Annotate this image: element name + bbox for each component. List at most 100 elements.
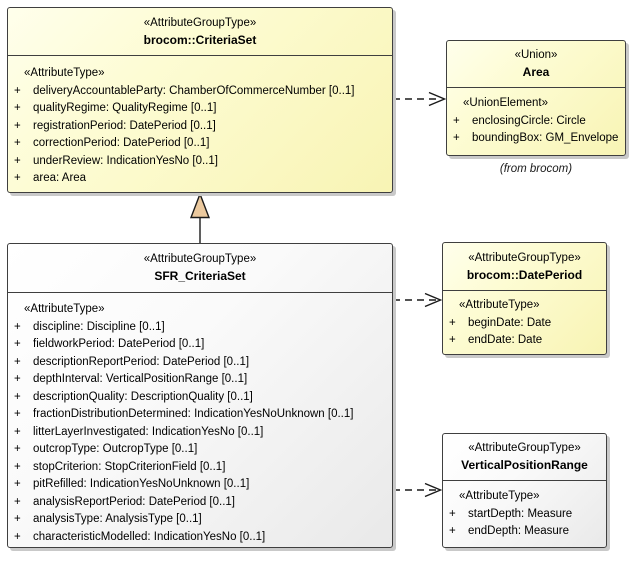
visibility-plus: +	[14, 355, 21, 368]
visibility-plus: +	[14, 478, 21, 490]
visibility-plus: +	[14, 408, 21, 420]
attribute-row: +endDate: Date	[443, 332, 606, 350]
visibility-plus: +	[14, 320, 21, 333]
attribute-row: + discipline: Discipline [0..1]	[8, 319, 392, 337]
attribute-row: + descriptionQuality: DescriptionQuality …	[8, 389, 392, 407]
class-box-area[interactable]: «Union» Area «UnionElement» + enclosingCi…	[446, 40, 626, 156]
class-stereotype: «AttributeGroupType»	[143, 16, 257, 29]
attribute-text: startDepth: Measure	[468, 507, 573, 520]
attribute-stereotype: «AttributeType»	[459, 299, 540, 311]
visibility-plus: +	[453, 132, 460, 144]
visibility-plus: +	[14, 338, 21, 350]
visibility-plus: +	[14, 530, 21, 543]
class-box-sfr-criteriaset[interactable]: «AttributeGroupType» SFR_CriteriaSet «At…	[7, 243, 393, 548]
visibility-plus: +	[14, 513, 21, 525]
visibility-plus: +	[449, 316, 456, 329]
attribute-text: endDate: Date	[468, 334, 543, 346]
attribute-stereotype: «AttributeType»	[459, 490, 540, 502]
visibility-plus: +	[14, 154, 21, 167]
attribute-row: +pitRefilled: IndicationYesNoUnknown [0.…	[8, 476, 392, 494]
attribute-text: registrationPeriod: DatePeriod [0..1]	[33, 119, 216, 132]
attribute-text: analysisReportPeriod: DatePeriod [0..1]	[33, 495, 235, 508]
class-stereotype: «AttributeGroupType»	[468, 251, 581, 264]
class-stereotype: «AttributeGroupType»	[143, 253, 257, 265]
attribute-text: correctionPeriod: DatePeriod [0..1]	[33, 137, 210, 149]
visibility-plus: +	[14, 102, 21, 114]
class-box-brocom-criteriaset[interactable]: «AttributeGroupType» brocom::CriteriaSet…	[7, 7, 393, 193]
attribute-text: characteristicModelled: IndicationYesNo …	[33, 530, 266, 543]
attributes-compartment: «AttributeType» +discipline: Discipline …	[8, 293, 392, 546]
class-name: VerticalPositionRange	[461, 458, 588, 472]
attribute-text: endDepth: Measure	[468, 525, 570, 537]
attribute-text: fractionDistributionDetermined: Indicati…	[33, 408, 354, 420]
attribute-text: discipline: Discipline [0..1]	[33, 320, 165, 333]
attribute-row: + enclosingCircle: Circle	[447, 113, 625, 131]
visibility-plus: +	[14, 443, 21, 455]
attribute-text: descriptionQuality: DescriptionQuality […	[33, 390, 253, 403]
visibility-plus: +	[14, 390, 21, 403]
visibility-plus: +	[14, 137, 21, 149]
attribute-row: + beginDate: Date	[443, 315, 606, 333]
visibility-plus: +	[453, 114, 460, 127]
attribute-text: qualityRegime: QualityRegime [0..1]	[33, 102, 217, 114]
visibility-plus: +	[14, 460, 21, 473]
attribute-row: + outcropType: OutcropType [0..1]	[8, 441, 392, 459]
visibility-plus: +	[14, 373, 21, 385]
attribute-text: beginDate: Date	[468, 316, 552, 329]
attribute-row: +area: Area	[8, 170, 392, 188]
dependency-arrow-area[interactable]	[393, 91, 447, 107]
visibility-plus: +	[14, 119, 21, 132]
class-name: Area	[522, 65, 550, 79]
attribute-stereotype: «AttributeType»	[24, 67, 105, 79]
attribute-stereotype: «UnionElement»	[463, 97, 549, 109]
attribute-text: boundingBox: GM_Envelope	[472, 132, 619, 144]
class-name: brocom::CriteriaSet	[143, 32, 257, 47]
class-title: «AttributeGroupType» brocom::DatePeriod	[443, 243, 606, 291]
attribute-text: fieldworkPeriod: DatePeriod [0..1]	[33, 338, 205, 350]
class-box-brocom-dateperiod[interactable]: «AttributeGroupType» brocom::DatePeriod …	[442, 242, 607, 355]
attribute-text: descriptionReportPeriod: DatePeriod [0..…	[33, 355, 250, 368]
dependency-arrow-verticalpositionrange[interactable]	[393, 482, 443, 498]
visibility-plus: +	[14, 495, 21, 508]
attribute-row: + correctionPeriod: DatePeriod [0..1]	[8, 135, 392, 153]
attribute-text: deliveryAccountableParty: ChamberOfComme…	[33, 84, 355, 97]
attribute-text: stopCriterion: StopCriterionField [0..1]	[33, 460, 226, 473]
attribute-text: enclosingCircle: Circle	[472, 114, 586, 127]
attributes-compartment: «AttributeType» + beginDate: Date +endDat…	[443, 291, 606, 350]
attribute-text: underReview: IndicationYesNo [0..1]	[33, 154, 218, 167]
attribute-row: + deliveryAccountableParty: ChamberOfComm…	[8, 83, 392, 101]
attributes-compartment: «UnionElement» +enclosingCircle: Circle …	[447, 88, 625, 148]
attribute-row: + underReview: IndicationYesNo [0..1]	[8, 153, 392, 171]
class-stereotype: «AttributeGroupType»	[468, 442, 581, 454]
attribute-text: analysisType: AnalysisType [0..1]	[33, 513, 202, 525]
class-title: «AttributeGroupType» SFR_CriteriaSet	[8, 244, 392, 293]
class-name: brocom::DatePeriod	[466, 267, 583, 282]
class-stereotype: «Union»	[514, 49, 558, 61]
attribute-row: + depthInterval: VerticalPositionRange [0…	[8, 371, 392, 389]
class-name: SFR_CriteriaSet	[154, 269, 246, 283]
attribute-row: + descriptionReportPeriod: DatePeriod [0.…	[8, 354, 392, 372]
attribute-text: area: Area	[33, 172, 87, 184]
attribute-text: outcropType: OutcropType [0..1]	[33, 443, 198, 455]
attribute-row: + analysisReportPeriod: DatePeriod [0..1]	[8, 494, 392, 512]
attribute-row: + fieldworkPeriod: DatePeriod [0..1]	[8, 336, 392, 354]
dependency-arrow-dateperiod[interactable]	[393, 292, 443, 308]
attribute-row: + characteristicModelled: IndicationYesNo…	[8, 529, 392, 547]
attribute-row: + qualityRegime: QualityRegime [0..1]	[8, 100, 392, 118]
visibility-plus: +	[14, 425, 21, 438]
visibility-plus: +	[449, 525, 456, 537]
from-brocom-label: (from brocom)	[499, 163, 573, 175]
attribute-text: depthInterval: VerticalPositionRange [0.…	[33, 373, 248, 385]
class-box-verticalpositionrange[interactable]: «AttributeGroupType» VerticalPositionRan…	[442, 433, 607, 548]
visibility-plus: +	[14, 84, 21, 97]
generalization-arrow[interactable]	[189, 192, 211, 243]
attribute-row: + registrationPeriod: DatePeriod [0..1]	[8, 118, 392, 136]
attribute-row: + boundingBox: GM_Envelope	[447, 130, 625, 148]
class-title: «Union» Area	[447, 41, 625, 88]
visibility-plus: +	[449, 507, 456, 520]
attribute-row: + stopCriterion: StopCriterionField [0..1…	[8, 459, 392, 477]
attributes-compartment: «AttributeType» + startDepth: Measure + en…	[443, 481, 606, 541]
attributes-compartment: «AttributeType» + deliveryAccountablePart…	[8, 56, 392, 188]
